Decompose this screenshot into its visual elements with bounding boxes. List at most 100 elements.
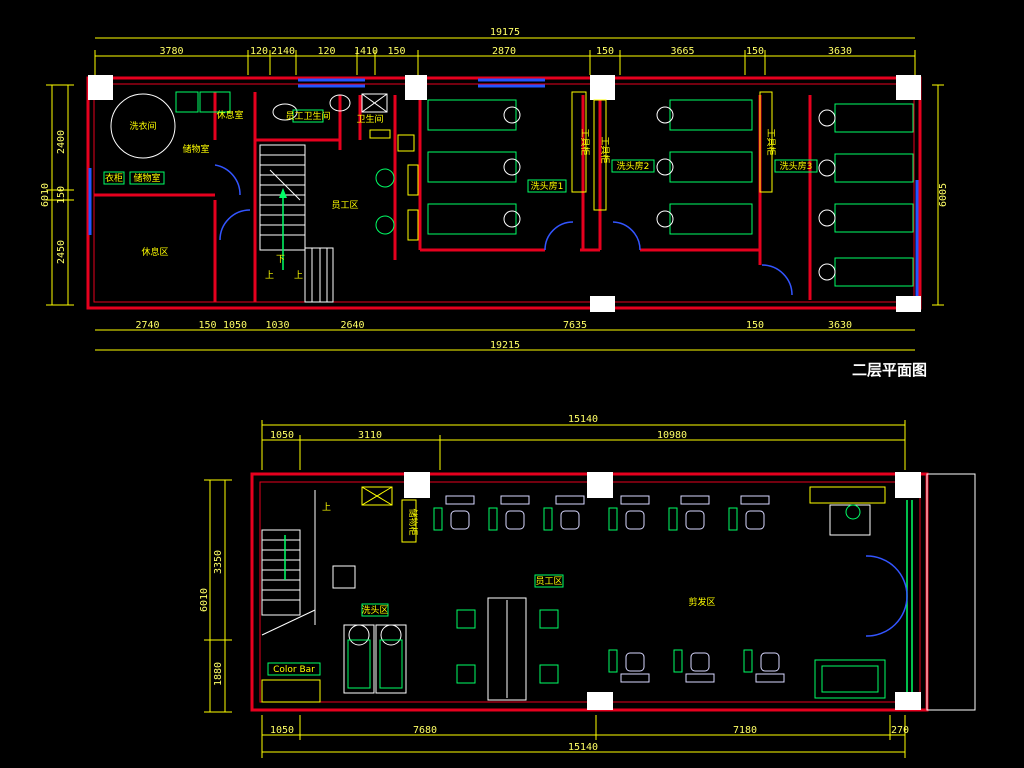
upper-tool-cabinet-1: 工具柜 xyxy=(579,128,591,155)
upper-dim-lines-top xyxy=(94,37,916,75)
upper-dim-bottom-8: 3630 xyxy=(828,320,852,331)
upper-room-wash-1: 洗头房1 xyxy=(531,180,564,192)
upper-wash-room2-box xyxy=(611,159,655,173)
upper-dim-top-9: 3665 xyxy=(670,46,694,57)
lower-color-bar-box xyxy=(267,662,321,676)
upper-wardrobe-box xyxy=(103,171,125,185)
lower-reception xyxy=(809,486,886,536)
upper-dim-top-5: 1410 xyxy=(354,46,378,57)
upper-dim-left-3: 2450 xyxy=(56,240,67,264)
upper-dim-bottom-7: 150 xyxy=(746,320,764,331)
lower-wash-area-label: 洗头区 xyxy=(361,604,388,616)
lower-wash-area-box xyxy=(361,603,389,617)
styling-chair xyxy=(668,495,710,531)
lower-color-bar-label: Color Bar xyxy=(273,665,315,675)
styling-chair xyxy=(728,495,770,531)
upper-dim-top-10: 150 xyxy=(746,46,764,57)
lower-entry-doors xyxy=(865,555,908,637)
upper-dim-top-2: 120 xyxy=(250,46,268,57)
lower-staircase xyxy=(261,490,316,636)
upper-dim-top-3: 2140 xyxy=(271,46,295,57)
upper-dim-top-8: 150 xyxy=(596,46,614,57)
styling-chair xyxy=(743,649,785,683)
upper-room-laundry: 洗衣间 xyxy=(129,120,156,132)
lower-storage-cabinets xyxy=(361,486,417,543)
styling-chair xyxy=(433,495,475,531)
upper-stair-arrowhead xyxy=(279,188,287,198)
upper-plan-title: 二层平面图 xyxy=(852,361,927,379)
lower-dim-bottom-2: 7680 xyxy=(413,725,437,736)
upper-dim-top-6: 150 xyxy=(387,46,405,57)
lower-cutting-area-label: 剪发区 xyxy=(688,596,715,608)
lower-dim-top-1: 1050 xyxy=(270,430,294,441)
upper-room-staff-wc: 员工卫生间 xyxy=(285,110,330,122)
upper-dim-bottom-6: 7635 xyxy=(563,320,587,331)
upper-room-wc: 卫生间 xyxy=(356,113,383,125)
upper-room-wash-2: 洗头房2 xyxy=(617,160,650,172)
upper-dim-bottom-2: 150 xyxy=(198,320,216,331)
lower-staff-area-box xyxy=(534,574,564,588)
lower-stair-up-label: 上 xyxy=(322,502,331,513)
lower-wash-beds-green xyxy=(347,639,403,689)
upper-room-storage-b: 储物室 xyxy=(133,172,160,184)
upper-staff-wc-fixtures xyxy=(272,93,388,121)
styling-chair xyxy=(608,495,650,531)
upper-dim-total-bottom: 19215 xyxy=(490,340,520,351)
styling-chair xyxy=(543,495,585,531)
lower-storage-label: 储物柜 xyxy=(407,508,419,535)
upper-tool-cabinet-3: 工具柜 xyxy=(765,128,777,155)
lower-dim-top-3: 10980 xyxy=(657,430,687,441)
upper-doors xyxy=(214,164,793,296)
upper-stair-down-label: 下 xyxy=(276,255,285,265)
upper-columns xyxy=(88,75,921,312)
upper-stair-up-label-b: 上 xyxy=(294,270,303,281)
lower-dim-bottom-1: 1050 xyxy=(270,725,294,736)
upper-tool-cabinet-2: 工具柜 xyxy=(599,136,611,163)
lower-dim-lines-left xyxy=(204,479,232,713)
upper-dim-bottom-5: 2640 xyxy=(340,320,364,331)
lower-dim-left-1: 3350 xyxy=(213,550,224,574)
upper-dim-left-2: 150 xyxy=(56,186,67,204)
upper-dim-top-7: 2870 xyxy=(492,46,516,57)
lower-dim-total-top: 15140 xyxy=(568,414,598,425)
lower-island-chairs xyxy=(456,609,559,684)
upper-storage-box xyxy=(129,171,165,185)
lower-wash-beds xyxy=(332,565,407,694)
upper-dim-top-4: 120 xyxy=(317,46,335,57)
lower-dim-bottom-4: 270 xyxy=(891,725,909,736)
upper-dim-top-11: 3630 xyxy=(828,46,852,57)
upper-dim-left-1: 2400 xyxy=(56,130,67,154)
lower-entrance-frame xyxy=(926,473,976,711)
upper-windows xyxy=(88,78,919,300)
lower-color-bar-counter xyxy=(261,679,321,703)
upper-stair-up-label-a: 上 xyxy=(265,270,274,281)
upper-dim-top-1: 3780 xyxy=(159,46,183,57)
styling-chair xyxy=(673,649,715,683)
lower-floor-plan: 15140 1050 3110 10980 1050 7680 7180 270… xyxy=(199,414,976,758)
upper-dim-bottom-1: 2740 xyxy=(135,320,159,331)
upper-room-lounge: 休息室 xyxy=(216,109,243,121)
upper-room-wardrobe: 衣柜 xyxy=(105,172,123,184)
lower-dim-lines-top xyxy=(261,420,906,470)
upper-room-staff-area: 员工区 xyxy=(331,200,358,211)
upper-dim-total-top: 19175 xyxy=(490,27,520,38)
upper-wash-room3-box xyxy=(774,159,818,173)
upper-staff-area-items xyxy=(369,129,419,241)
upper-dim-bottom-4: 1030 xyxy=(265,320,289,331)
lower-sofa xyxy=(814,659,886,699)
upper-laundry-furniture xyxy=(110,91,231,159)
lower-dim-bottom-3: 7180 xyxy=(733,725,757,736)
lower-dim-left-total: 6010 xyxy=(199,588,210,612)
lower-dim-total-bottom: 15140 xyxy=(568,742,598,753)
upper-dim-lines-bottom xyxy=(95,329,915,351)
lower-dim-left-2: 1880 xyxy=(213,662,224,686)
upper-staff-wc-box xyxy=(292,109,324,123)
lower-dim-lines-bottom xyxy=(261,715,906,758)
upper-dim-bottom-3: 1050 xyxy=(223,320,247,331)
upper-room-rest-area: 休息区 xyxy=(141,246,168,258)
lower-columns xyxy=(404,472,921,710)
upper-room-wash-3: 洗头房3 xyxy=(780,160,813,172)
